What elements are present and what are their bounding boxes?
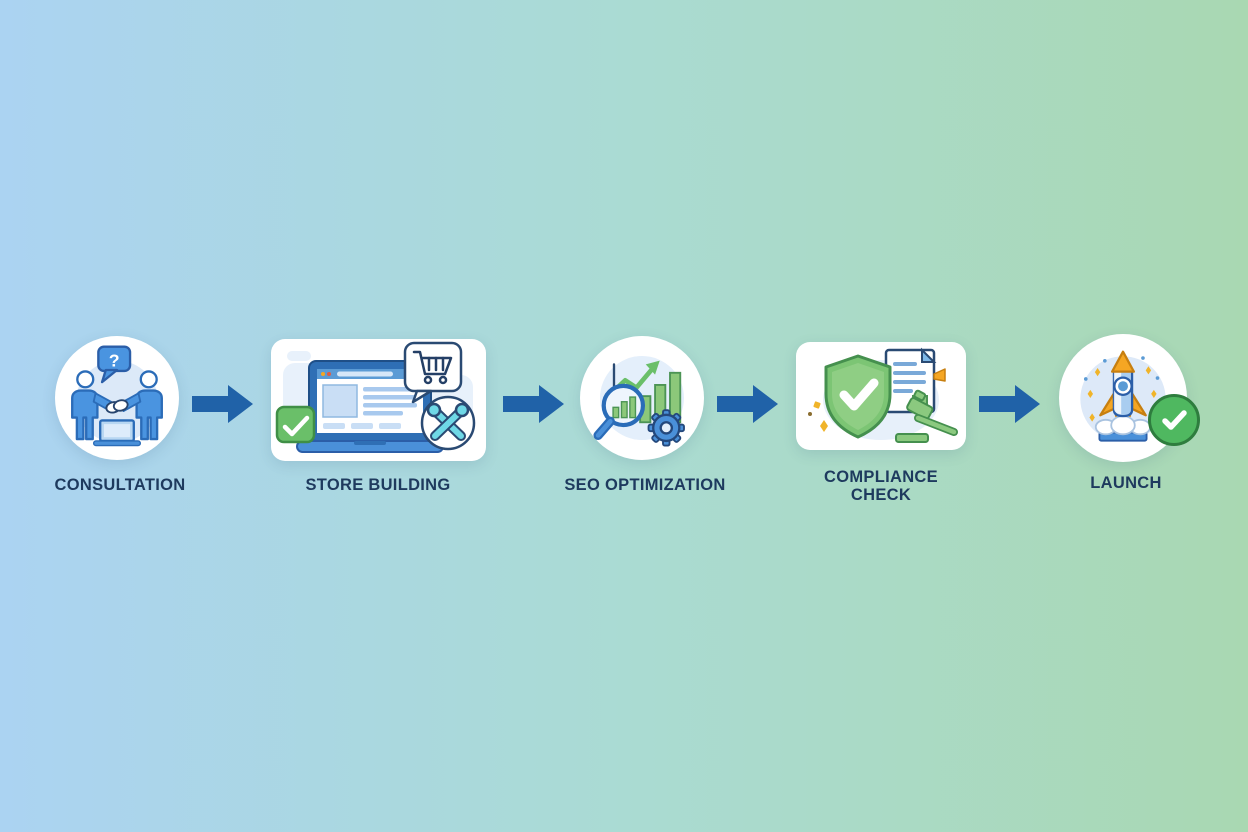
step-label-store-building: STORE BUILDING [305, 476, 451, 494]
step-label-launch: LAUNCH [1090, 474, 1162, 492]
flow-arrow-icon [979, 385, 1040, 423]
flow-arrow-icon [503, 385, 564, 423]
step-label-consultation: CONSULTATION [54, 476, 186, 494]
chart-magnifier-gear-icon [593, 356, 685, 447]
gear-icon [647, 409, 685, 447]
step-consultation: ? [55, 336, 179, 460]
step-seo-optimization [580, 336, 704, 460]
rocket-launch-icon [1080, 350, 1166, 442]
flow-arrow-icon [717, 385, 778, 423]
launch-check-badge [1148, 394, 1200, 446]
step-compliance-check [796, 342, 966, 450]
flow-arrow-icon [192, 385, 253, 423]
laptop-cart-tools-icon [275, 341, 476, 453]
shield-document-gavel-icon [808, 347, 958, 443]
step-label-compliance-check: COMPLIANCE CHECK [824, 468, 938, 504]
svg-text:?: ? [109, 350, 120, 370]
step-label-seo-optimization: SEO OPTIMIZATION [564, 476, 726, 494]
gavel-icon [895, 389, 958, 443]
handshake-question-laptop-icon: ? [71, 345, 163, 447]
step-store-building [271, 339, 486, 461]
checkmark-icon [1162, 410, 1187, 430]
